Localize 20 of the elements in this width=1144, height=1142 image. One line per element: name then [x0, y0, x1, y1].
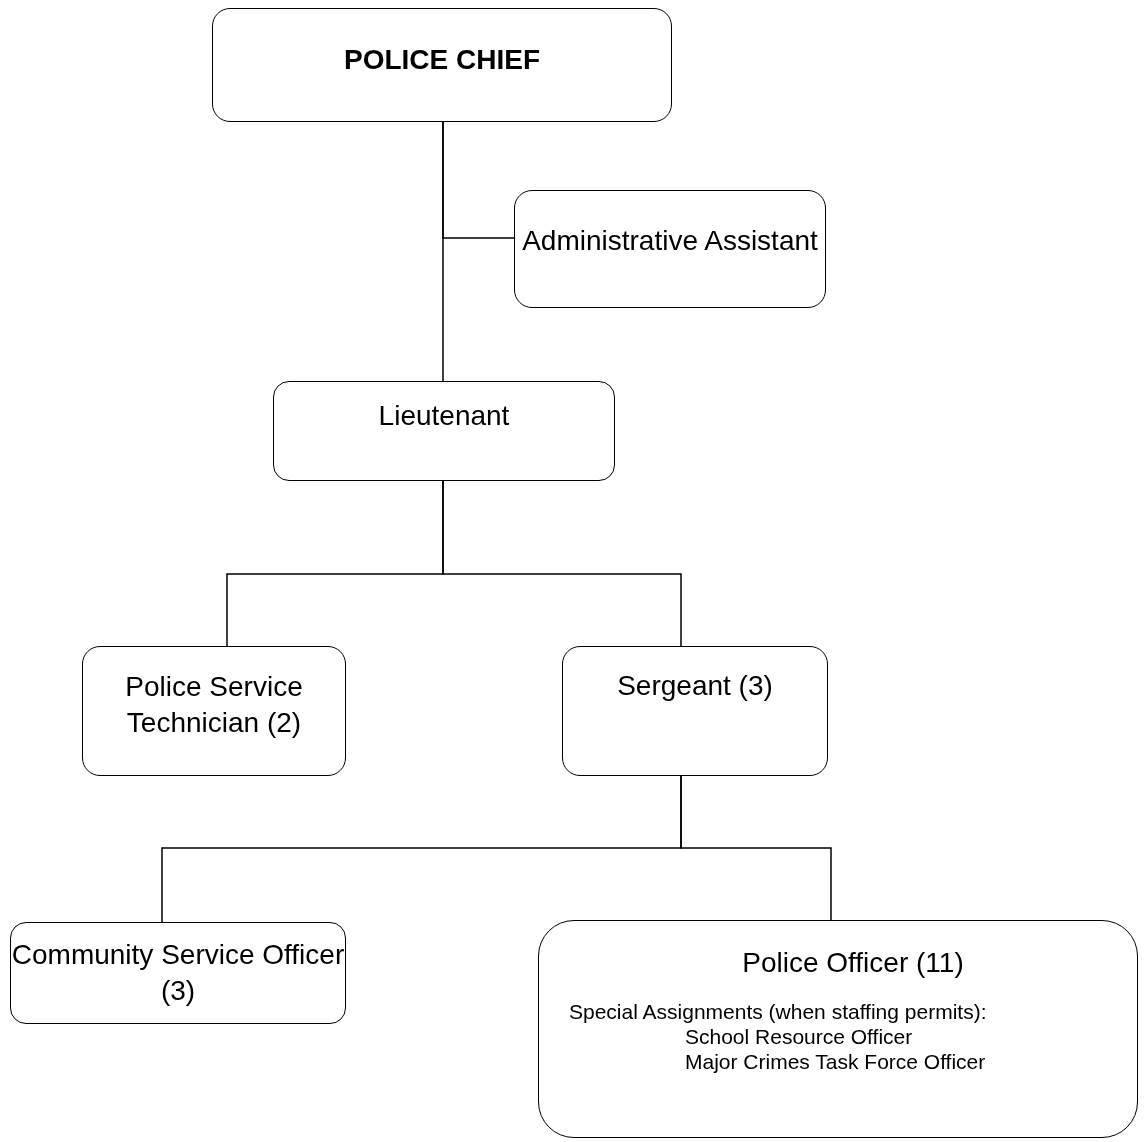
connector-line	[442, 480, 682, 647]
position-box	[10, 922, 346, 1024]
position-title: Sergeant (3)	[617, 669, 773, 703]
position-title: Community Service Officer (3)	[11, 938, 345, 1008]
position-box	[514, 190, 826, 308]
position-title: POLICE CHIEF	[344, 43, 540, 77]
assignment-item: School Resource Officer	[684, 1024, 914, 1049]
position-box	[538, 920, 1138, 1138]
position-box	[82, 646, 346, 776]
assignments-heading: Special Assignments (when staffing permits):	[569, 999, 988, 1024]
position-title: Administrative Assistant	[522, 224, 818, 258]
assignment-item: Major Crimes Task Force Officer	[684, 1049, 987, 1074]
connector-line	[680, 775, 832, 921]
connector-line	[442, 121, 515, 239]
position-box	[212, 8, 672, 122]
position-title: Police Officer (11)	[742, 946, 964, 980]
position-title: Police Service Technician (2)	[124, 670, 304, 740]
position-title: Lieutenant	[378, 399, 510, 433]
position-box	[562, 646, 828, 776]
position-box	[273, 381, 615, 481]
